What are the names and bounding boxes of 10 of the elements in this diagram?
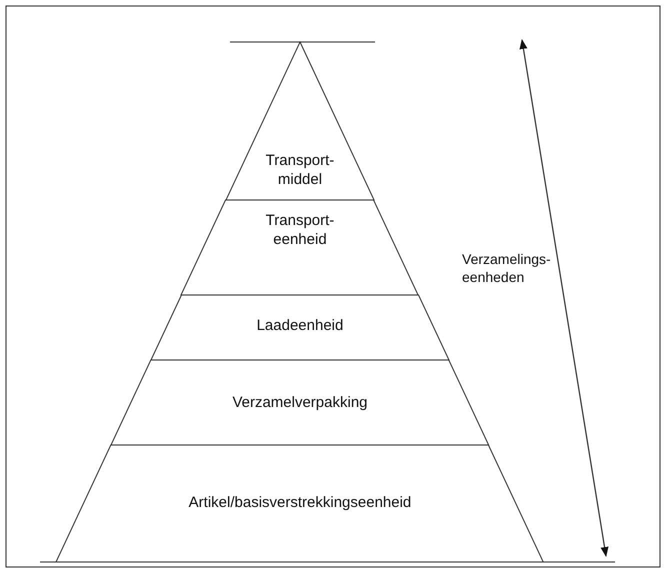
pyramid-layer (151, 295, 449, 360)
layer-label: Laadeenheid (256, 316, 344, 335)
pyramid-layer (181, 200, 419, 295)
pyramid-apex (226, 42, 374, 200)
layer-label: Transport- middel (264, 151, 336, 189)
pyramid-layer (56, 445, 544, 562)
layer-label: Verzamelverpakking (231, 393, 369, 412)
layer-label: Artikel/basisverstrekkingseenheid (188, 493, 412, 512)
layer-label: Transport- eenheid (264, 211, 336, 249)
pyramid-layer (111, 360, 489, 445)
